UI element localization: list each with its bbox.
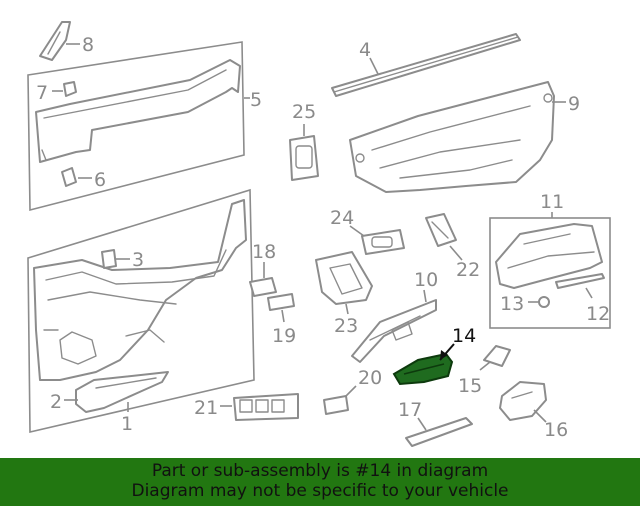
callout-13: 13 bbox=[500, 293, 524, 315]
part-11-armrest-assembly bbox=[495, 223, 603, 289]
callout-17: 17 bbox=[398, 399, 422, 421]
part-17-trim-strip bbox=[405, 417, 473, 447]
callout-21: 21 bbox=[194, 397, 218, 419]
callout-24: 24 bbox=[330, 207, 354, 229]
callout-25: 25 bbox=[292, 101, 316, 123]
callout-18: 18 bbox=[252, 241, 276, 263]
callout-12: 12 bbox=[586, 303, 610, 325]
part-group-box-1 bbox=[27, 188, 255, 434]
part-22-switch-assembly bbox=[425, 213, 463, 261]
part-3-clip bbox=[101, 249, 130, 269]
callout-1: 1 bbox=[121, 413, 133, 435]
part-16-inside-handle bbox=[499, 381, 547, 423]
part-group-box-11 bbox=[489, 217, 611, 329]
part-21-window-switch bbox=[220, 393, 299, 421]
callout-5: 5 bbox=[250, 89, 262, 111]
callout-8: 8 bbox=[82, 34, 94, 56]
callout-16: 16 bbox=[544, 419, 568, 441]
part-15-bracket bbox=[479, 345, 511, 371]
part-18-switch-bezel bbox=[249, 262, 277, 297]
part-14-highlighted-panel bbox=[392, 343, 455, 386]
callout-4: 4 bbox=[359, 39, 371, 61]
part-13-clip bbox=[528, 296, 550, 308]
part-4-belt-weatherstrip bbox=[331, 33, 521, 97]
part-group-box-5 bbox=[27, 41, 245, 212]
callout-15: 15 bbox=[458, 375, 482, 397]
part-20-switch bbox=[323, 385, 357, 415]
callout-3: 3 bbox=[132, 249, 144, 271]
callout-23: 23 bbox=[334, 315, 358, 337]
part-6-retainer bbox=[61, 167, 92, 187]
part-25-switch bbox=[289, 124, 319, 181]
part-1-door-trim-panel bbox=[33, 199, 247, 381]
callout-6: 6 bbox=[94, 169, 106, 191]
part-5-upper-door-panel bbox=[35, 59, 241, 163]
callout-20: 20 bbox=[358, 367, 382, 389]
part-9-door-inner-frame bbox=[349, 81, 566, 193]
callout-9: 9 bbox=[568, 93, 580, 115]
part-7-clip bbox=[52, 81, 77, 97]
callout-7: 7 bbox=[36, 82, 48, 104]
part-24-seat-switch-bezel bbox=[349, 225, 405, 255]
callout-2: 2 bbox=[50, 391, 62, 413]
part-8-trim-piece bbox=[39, 21, 80, 61]
callout-14: 14 bbox=[452, 325, 476, 347]
part-12-trim-strip bbox=[555, 273, 605, 299]
callout-19: 19 bbox=[272, 325, 296, 347]
part-23-seat-switch bbox=[315, 251, 373, 315]
callout-22: 22 bbox=[456, 259, 480, 281]
part-2-door-pocket bbox=[64, 371, 169, 413]
disclaimer-line-1: Part or sub-assembly is #14 in diagram bbox=[151, 461, 489, 481]
disclaimer-line-2: Diagram may not be specific to your vehi… bbox=[131, 481, 509, 501]
exploded-parts-diagram: 8 5 7 6 4 25 9 bbox=[27, 21, 611, 447]
disclaimer-banner: Part or sub-assembly is #14 in diagram D… bbox=[0, 458, 640, 506]
callout-10: 10 bbox=[414, 269, 438, 291]
part-10-armrest-base bbox=[351, 289, 437, 363]
part-19-switch-cover bbox=[267, 293, 295, 323]
callout-11: 11 bbox=[540, 191, 564, 213]
